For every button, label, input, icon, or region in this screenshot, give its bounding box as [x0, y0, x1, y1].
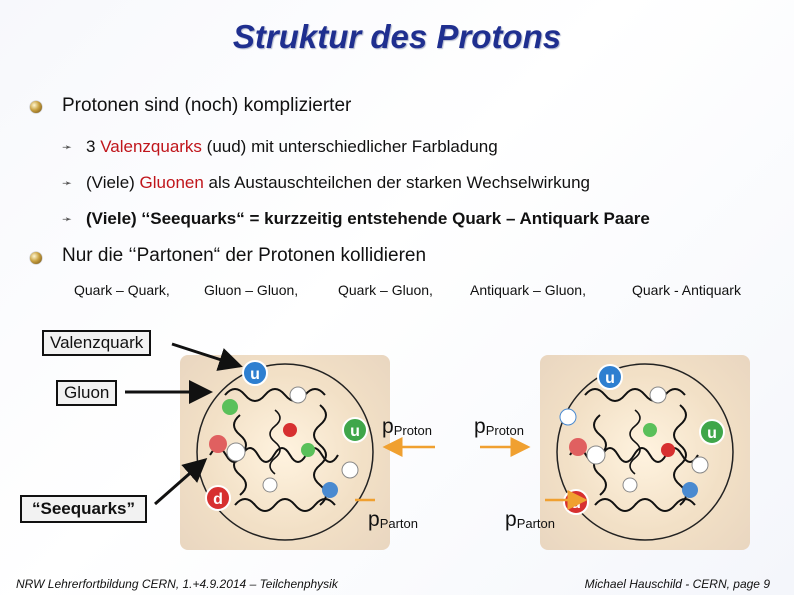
label-pointer-arrows	[125, 342, 588, 510]
collision-types: Quark – Quark, Gluon – Gluon, Quark – Gl…	[0, 282, 794, 302]
svg-text:u: u	[605, 370, 615, 387]
proton-image-left: u u d	[180, 355, 390, 550]
arrow-bullet-icon: ➛	[62, 140, 73, 154]
label-seequarks: “Seequarks”	[20, 495, 147, 523]
arrow-bullet-icon: ➛	[62, 212, 73, 226]
svg-text:u: u	[707, 425, 717, 442]
collision-type: Gluon – Gluon,	[204, 282, 299, 298]
momentum-proton-right: pProton	[474, 415, 524, 438]
collision-type: Quark – Quark,	[74, 282, 170, 298]
bullet-text-2: Nur die ‘‘Partonen“ der Protonen kollidi…	[62, 245, 427, 266]
collision-type: Antiquark – Gluon,	[470, 282, 586, 298]
momentum-parton-right: pParton	[505, 508, 555, 531]
footer-right: Michael Hauschild - CERN, page 9	[584, 577, 770, 591]
footer-left: NRW Lehrerfortbildung CERN, 1.+4.9.2014 …	[16, 577, 338, 591]
bullet-icon	[30, 101, 42, 113]
bullet-icon	[30, 252, 42, 264]
momentum-proton-left: pProton	[382, 415, 432, 438]
sub-bullet-valenzquarks: 3 Valenzquarks (uud) mit unterschiedlich…	[86, 137, 498, 156]
bullet-text-1: Protonen sind (noch) komplizierter	[62, 95, 352, 116]
proton-image-right: u u d	[540, 355, 750, 550]
collision-type: Quark - Antiquark	[632, 282, 741, 298]
collision-type: Quark – Gluon,	[338, 282, 433, 298]
proton-diagram-left: u u d	[196, 360, 374, 541]
momentum-parton-left: pParton	[368, 508, 418, 531]
svg-text:d: d	[213, 491, 223, 508]
slide-title: Struktur des Protons	[232, 18, 562, 55]
label-gluon: Gluon	[56, 380, 118, 406]
svg-text:u: u	[250, 366, 260, 383]
arrow-bullet-icon: ➛	[62, 176, 73, 190]
sub-bullet-gluonen: (Viele) Gluonen als Austauschteilchen de…	[86, 173, 590, 192]
label-valenzquark: Valenzquark	[42, 330, 152, 356]
svg-text:u: u	[350, 423, 360, 440]
sub-bullet-seequarks: (Viele) ‘‘Seequarks“ = kurzzeitig entste…	[86, 209, 650, 228]
